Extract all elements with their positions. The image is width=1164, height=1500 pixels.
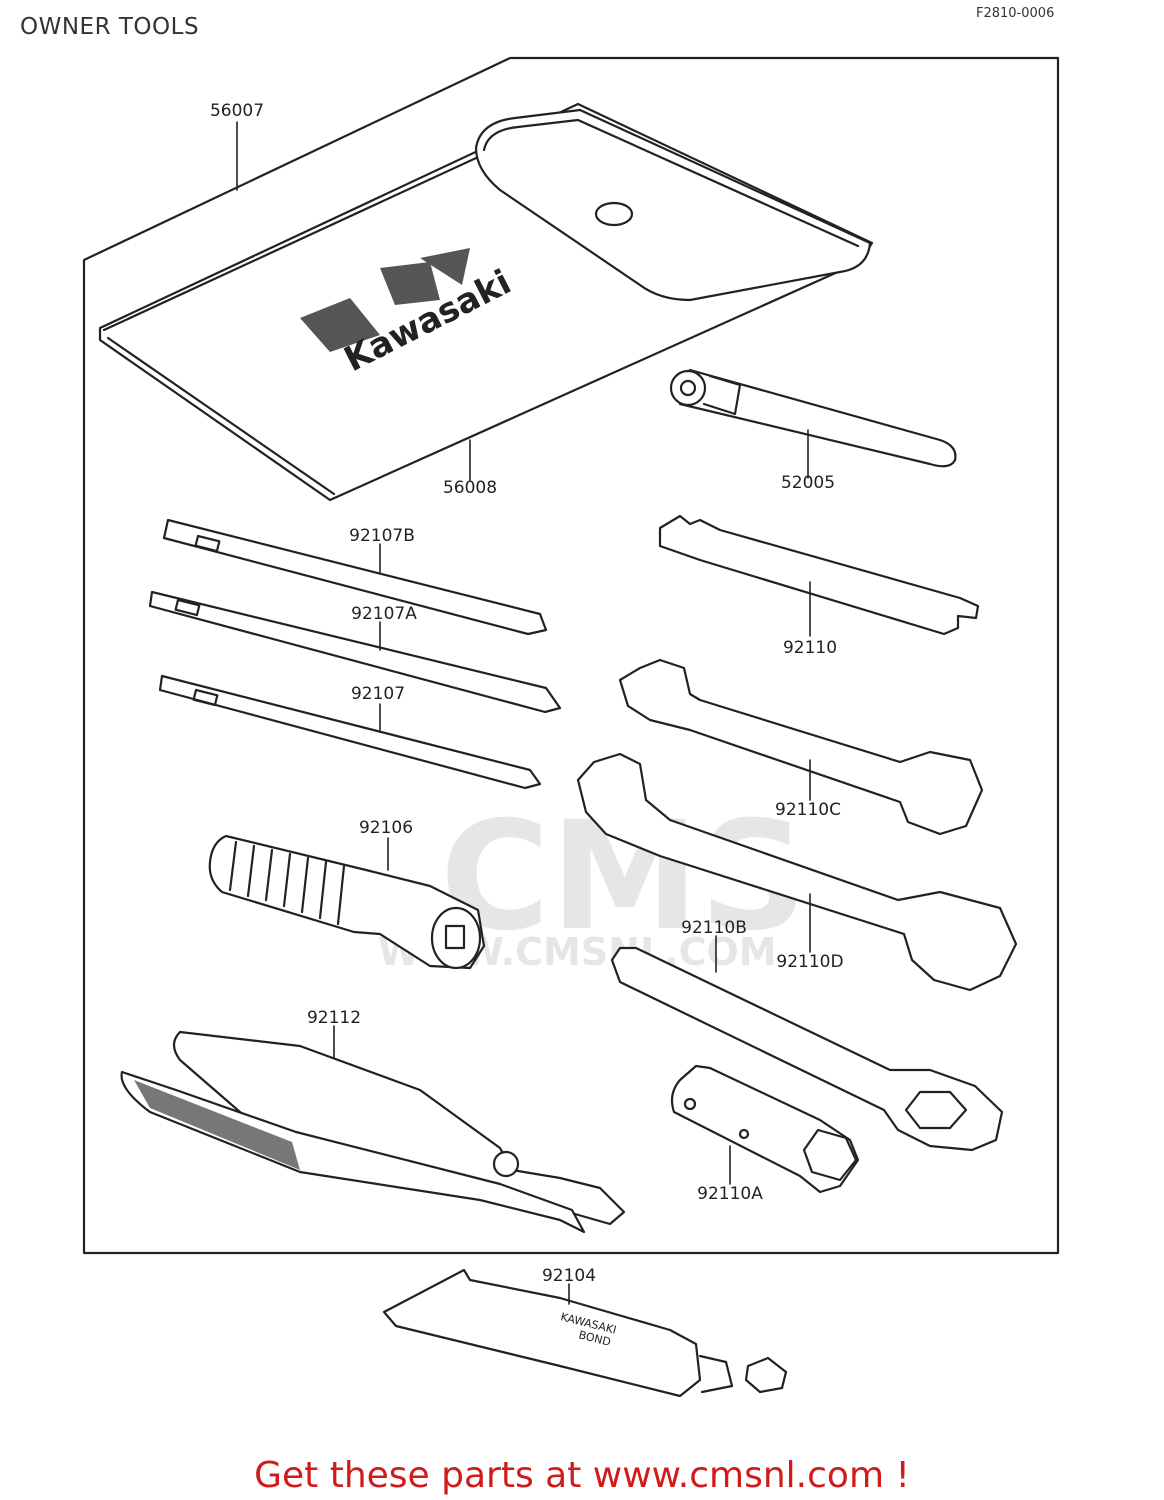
callout-92110C[interactable]: 92110C — [775, 800, 841, 820]
open-end-wrench-92110D-drawing — [576, 752, 1018, 992]
callout-56008[interactable]: 56008 — [442, 478, 498, 498]
diagram-frame — [82, 56, 1060, 1255]
screwdriver-92107-drawing — [158, 674, 542, 790]
figure-code: F2810-0006 — [976, 6, 1055, 21]
footer-cta-link[interactable]: Get these parts at www.cmsnl.com ! — [254, 1455, 910, 1496]
callout-92110A[interactable]: 92110A — [697, 1184, 763, 1204]
callout-56007[interactable]: 56007 — [209, 101, 265, 121]
spoke-wrench-52005-drawing — [669, 368, 957, 468]
screwdriver-handle-92106-drawing — [208, 834, 486, 970]
callout-92107B[interactable]: 92107B — [349, 526, 415, 546]
callout-92110B[interactable]: 92110B — [681, 918, 747, 938]
callout-52005[interactable]: 52005 — [780, 473, 836, 493]
wrench-92110-drawing — [658, 514, 980, 636]
screwdriver-92107A-drawing — [148, 590, 562, 714]
callout-92110[interactable]: 92110 — [782, 638, 838, 658]
tool-bag-56008-drawing — [98, 102, 874, 502]
callout-92110D[interactable]: 92110D — [776, 952, 844, 972]
pliers-92112-drawing — [120, 1030, 626, 1234]
callout-92107[interactable]: 92107 — [350, 684, 406, 704]
box-wrench-92110B-drawing — [610, 946, 1004, 1152]
page-title: OWNER TOOLS — [20, 14, 200, 40]
open-end-wrench-92110C-drawing — [618, 658, 984, 836]
callout-92107A[interactable]: 92107A — [351, 604, 417, 624]
screwdriver-92107B-drawing — [162, 518, 548, 636]
bond-tube-92104-drawing — [382, 1268, 788, 1398]
spark-plug-wrench-92110A-drawing — [670, 1064, 860, 1194]
leader-lines — [236, 121, 811, 1305]
callout-92106[interactable]: 92106 — [358, 818, 414, 838]
callout-92104[interactable]: 92104 — [541, 1266, 597, 1286]
callout-92112[interactable]: 92112 — [306, 1008, 362, 1028]
